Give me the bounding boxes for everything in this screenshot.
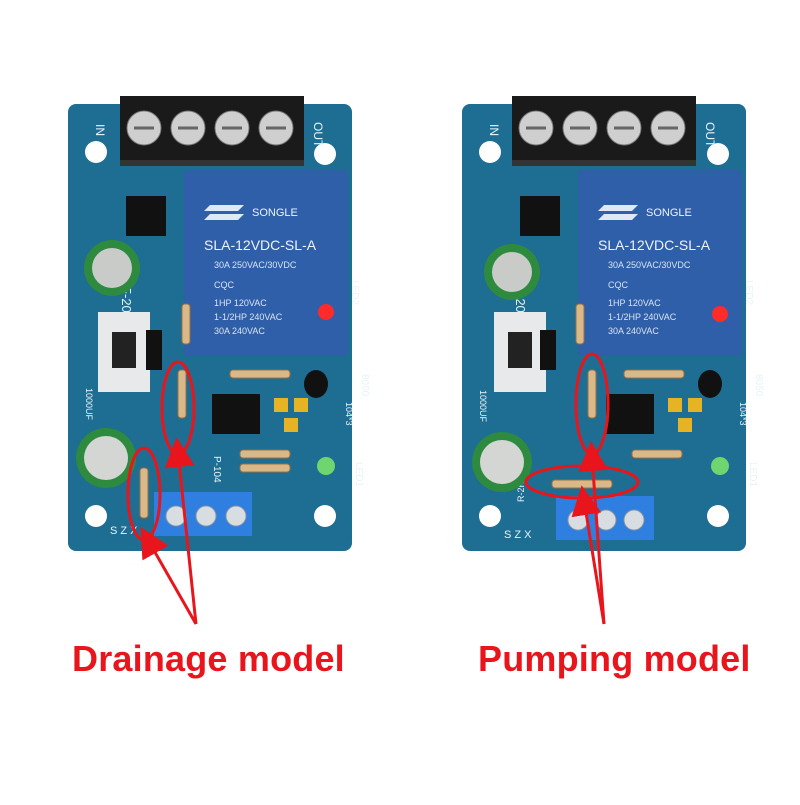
cap-uf-label: 1000UF <box>84 388 94 421</box>
cap-uf-label: 1000UF <box>478 390 488 423</box>
terminal-in-label: IN <box>487 124 501 136</box>
resistor <box>139 467 149 519</box>
mount-hole <box>314 143 336 165</box>
relay-model: SLA-12VDC-SL-A <box>204 237 317 253</box>
relay-cert: CQC <box>214 280 235 290</box>
diode <box>540 330 556 370</box>
resistor <box>177 369 187 419</box>
mount-hole <box>479 141 501 163</box>
led2 <box>712 306 728 322</box>
relay-rating: 30A 250VAC/30VDC <box>214 260 297 270</box>
mount-hole <box>314 505 336 527</box>
cap-code-label: 104*3 <box>344 402 354 426</box>
relay-hp-2: 1-1/2HP 240VAC <box>608 312 677 322</box>
resistor-label: P-104 <box>211 456 222 483</box>
left-relay-board: IN OUT SONGLE SLA-12VDC-SL-A 30A 250VAC/… <box>68 96 370 625</box>
mount-hole <box>707 505 729 527</box>
led1-label: LED1 <box>747 462 758 487</box>
transistor <box>304 370 328 398</box>
terminal-in-label: IN <box>93 124 107 136</box>
bridge-rectifier <box>520 196 560 236</box>
diode <box>146 330 162 370</box>
cap-code-label: 104*3 <box>738 402 748 426</box>
relay-hp-1: 1HP 120VAC <box>608 298 661 308</box>
transistor-label: 8050 <box>359 374 370 397</box>
mount-hole <box>85 141 107 163</box>
terminal-out-label: OUT <box>703 122 717 148</box>
transistor <box>698 370 722 398</box>
relay-hp-1: 1HP 120VAC <box>214 298 267 308</box>
terminal-out-label: OUT <box>311 122 325 148</box>
mount-hole <box>479 505 501 527</box>
pumping-model-caption: Pumping model <box>478 638 751 679</box>
led1 <box>711 457 729 475</box>
relay-model: SLA-12VDC-SL-A <box>598 237 711 253</box>
relay-rating: 30A 250VAC/30VDC <box>608 260 691 270</box>
arrow-pointer <box>571 485 606 625</box>
sensor-pins-label: S Z X <box>110 525 138 537</box>
ic-chip <box>606 394 654 434</box>
relay-brand: SONGLE <box>646 207 692 219</box>
led2-label: LED2 <box>743 280 754 305</box>
resistor <box>551 479 613 489</box>
arrow-pointer <box>140 526 198 625</box>
mount-hole <box>85 505 107 527</box>
sensor-pins-label: S Z X <box>504 529 532 541</box>
led1-label: LED1 <box>353 462 364 487</box>
relay-amp: 30A 240VAC <box>214 326 265 336</box>
mount-hole <box>707 143 729 165</box>
relay-brand: SONGLE <box>252 207 298 219</box>
drainage-model-caption: Drainage model <box>72 638 345 679</box>
resistor <box>587 369 597 419</box>
relay-amp: 30A 240VAC <box>608 326 659 336</box>
led2 <box>318 304 334 320</box>
led1 <box>317 457 335 475</box>
regulator <box>112 332 136 368</box>
led2-label: LED2 <box>349 280 360 305</box>
transistor-label: 8050 <box>753 374 764 397</box>
r-label: R-2K <box>516 481 526 502</box>
ic-chip <box>212 394 260 434</box>
arrow-pointer <box>164 437 198 625</box>
arrow-pointer <box>578 441 609 625</box>
regulator <box>508 332 532 368</box>
relay-hp-2: 1-1/2HP 240VAC <box>214 312 283 322</box>
bridge-rectifier <box>126 196 166 236</box>
relay-cert: CQC <box>608 280 629 290</box>
right-relay-board: IN OUT SONGLE SLA-12VDC-SL-A 30A 250VAC/… <box>462 96 764 625</box>
